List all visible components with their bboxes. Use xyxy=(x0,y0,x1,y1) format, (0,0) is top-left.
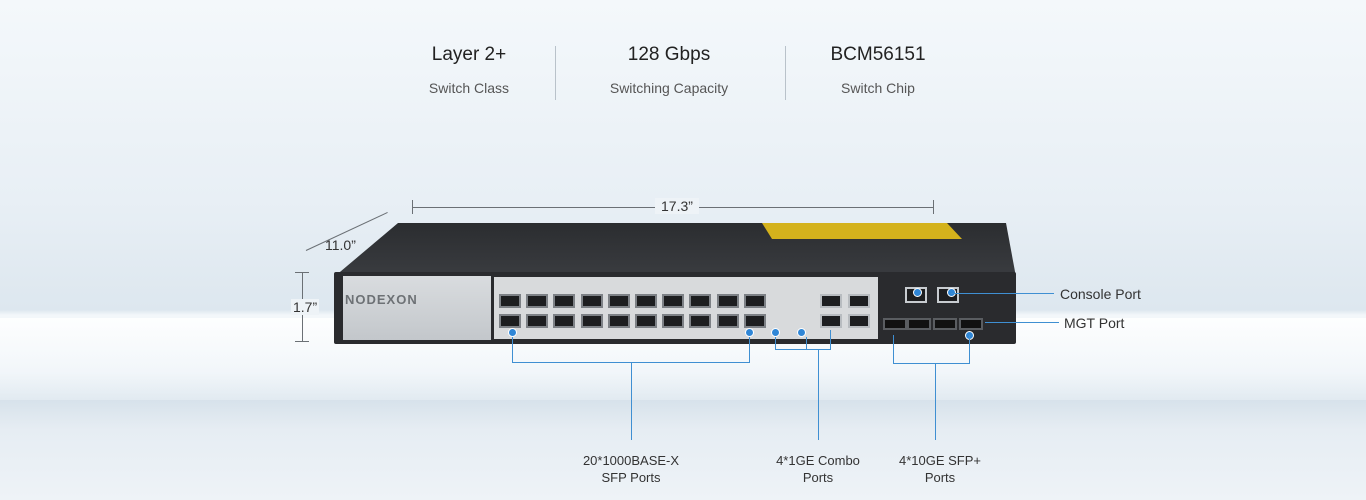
sfp-callout-stem xyxy=(631,362,632,440)
width-dimension-tick-left xyxy=(412,200,413,214)
sfp-port[interactable] xyxy=(689,314,712,328)
sfp-port[interactable] xyxy=(580,314,603,328)
spec-switching-capacity: 128 Gbps Switching Capacity xyxy=(569,44,769,96)
combo-ports-label-line1: 4*1GE Combo xyxy=(776,453,860,468)
sfp-plus-port[interactable] xyxy=(907,318,931,330)
combo-rj45-port[interactable] xyxy=(848,314,870,328)
sfp-port[interactable] xyxy=(607,294,630,308)
spec-label: Switch Chip xyxy=(841,80,915,96)
sfp-plus-bracket-left xyxy=(893,335,894,364)
sfp-bracket-right xyxy=(749,337,750,363)
spec-switch-class: Layer 2+ Switch Class xyxy=(369,44,569,96)
sfp-port[interactable] xyxy=(526,294,549,308)
combo-bracket-rj45 xyxy=(830,330,831,350)
mgt-port-label: MGT Port xyxy=(1064,315,1125,331)
spec-divider xyxy=(785,46,786,100)
sfp-callout-dot xyxy=(745,328,754,337)
combo-ports-label: 4*1GE Combo Ports xyxy=(758,452,878,486)
sfp-port[interactable] xyxy=(526,314,549,328)
combo-callout-dot xyxy=(771,328,780,337)
spec-value: BCM56151 xyxy=(830,44,926,65)
combo-rj45-port[interactable] xyxy=(820,314,842,328)
sfp-plus-bracket-bottom xyxy=(893,363,970,364)
sfp-ports-label-line2: SFP Ports xyxy=(601,470,661,485)
combo-bracket-right xyxy=(806,337,807,350)
sfp-port[interactable] xyxy=(607,314,630,328)
width-dimension-label: 17.3” xyxy=(655,198,699,214)
sfp-port[interactable] xyxy=(662,294,685,308)
sfp-port[interactable] xyxy=(635,314,657,328)
sfp-port[interactable] xyxy=(689,294,712,308)
sfp-plus-port[interactable] xyxy=(959,318,983,330)
brand-plate xyxy=(343,276,491,340)
sfp-port[interactable] xyxy=(499,314,521,328)
console-callout-dot xyxy=(947,288,956,297)
brand-logo: NODEXON xyxy=(345,292,418,307)
sfp-port[interactable] xyxy=(743,314,766,328)
sfp-plus-port[interactable] xyxy=(883,318,907,330)
combo-callout-dot xyxy=(797,328,806,337)
sfp-bracket-left xyxy=(512,337,513,363)
warning-sticker xyxy=(762,223,962,239)
sfp-port[interactable] xyxy=(499,294,521,308)
port-panel xyxy=(494,277,878,339)
sfp-plus-ports-label-line1: 4*10GE SFP+ xyxy=(898,453,982,468)
height-dimension-tick-top xyxy=(295,272,309,273)
combo-ports-label-line2: Ports xyxy=(802,470,834,485)
spec-divider xyxy=(555,46,556,100)
console-callout-line xyxy=(951,293,1054,294)
sfp-plus-callout-stem xyxy=(935,363,936,440)
mgt-callout-line xyxy=(985,322,1059,323)
combo-rj45-port[interactable] xyxy=(820,294,842,308)
spec-label: Switching Capacity xyxy=(609,80,729,96)
sfp-plus-bracket-right xyxy=(969,335,970,364)
width-dimension-tick-right xyxy=(933,200,934,214)
combo-bracket-bottom xyxy=(775,349,831,350)
spec-value: Layer 2+ xyxy=(431,44,507,65)
sfp-port[interactable] xyxy=(635,294,657,308)
sfp-ports-label: 20*1000BASE-X SFP Ports xyxy=(571,452,691,486)
sfp-ports-label-line1: 20*1000BASE-X xyxy=(582,453,680,468)
spec-label: Switch Class xyxy=(428,80,510,96)
console-port-label: Console Port xyxy=(1060,286,1141,302)
sfp-plus-port[interactable] xyxy=(933,318,957,330)
sfp-port[interactable] xyxy=(743,294,766,308)
console-callout-dot xyxy=(913,288,922,297)
depth-dimension-label: 11.0” xyxy=(325,237,356,253)
sfp-callout-dot xyxy=(508,328,517,337)
combo-callout-stem xyxy=(818,349,819,440)
sfp-port[interactable] xyxy=(662,314,685,328)
spec-value: 128 Gbps xyxy=(627,44,711,65)
sfp-plus-ports-label-line2: Ports xyxy=(924,470,956,485)
sfp-port[interactable] xyxy=(553,294,576,308)
sfp-port[interactable] xyxy=(580,294,603,308)
sfp-port[interactable] xyxy=(553,314,576,328)
sfp-port[interactable] xyxy=(716,294,739,308)
shelf-edge xyxy=(0,400,1366,500)
height-dimension-label: 1.7” xyxy=(291,299,320,315)
combo-bracket-left xyxy=(775,337,776,350)
height-dimension-tick-bottom xyxy=(295,341,309,342)
sfp-port[interactable] xyxy=(716,314,739,328)
spec-switch-chip: BCM56151 Switch Chip xyxy=(778,44,978,96)
sfp-plus-ports-label: 4*10GE SFP+ Ports xyxy=(880,452,1000,486)
combo-rj45-port[interactable] xyxy=(848,294,870,308)
